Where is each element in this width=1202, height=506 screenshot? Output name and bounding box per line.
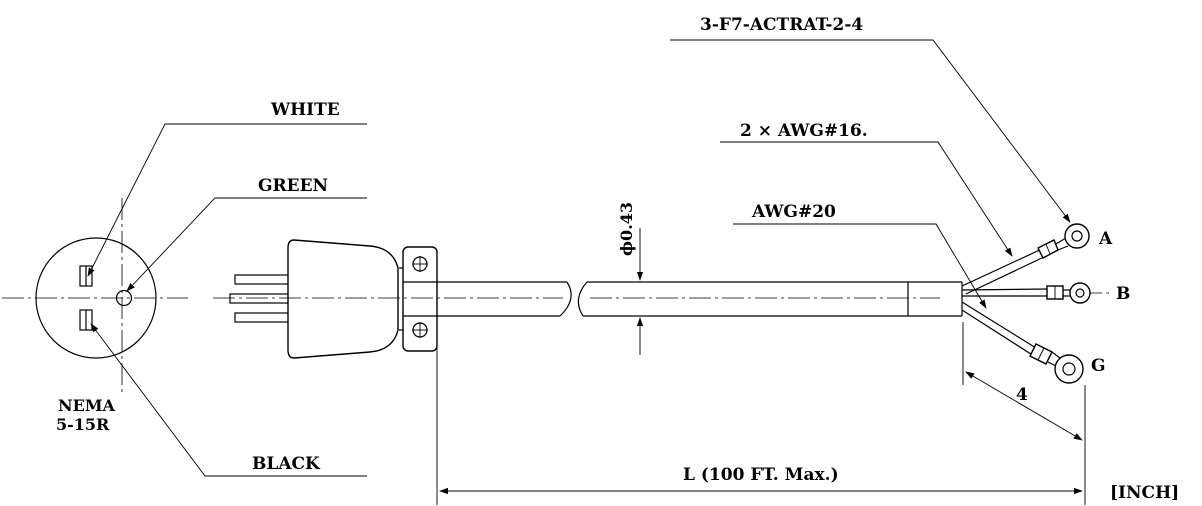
green-label: GREEN — [258, 176, 328, 196]
terminal-a-label: A — [1098, 229, 1113, 249]
wire-leads — [961, 223, 1091, 384]
plug-prong-top — [234, 274, 292, 285]
terminal-g-label: G — [1091, 356, 1106, 376]
plug-prong-ground — [229, 293, 292, 304]
unit-label: [INCH] — [1110, 483, 1179, 503]
nema-label-line1: NEMA — [58, 396, 116, 415]
black-label: BLACK — [252, 454, 321, 474]
terminal-a-ring — [1037, 223, 1090, 259]
ground-hole — [115, 289, 133, 307]
lead-length-dimension — [962, 322, 1086, 505]
nema-label-line2: 5-15R — [56, 415, 110, 434]
awg16-label: 2 × AWG#16. — [740, 121, 868, 141]
terminal-b-ring — [1046, 282, 1091, 304]
cable-break-right — [577, 281, 588, 317]
nema-receptacle-face — [2, 198, 188, 395]
plug-and-cable — [213, 239, 1112, 359]
awg20-label: AWG#20 — [751, 202, 836, 222]
receptacle-leaders — [87, 123, 367, 477]
plug-body — [287, 239, 399, 359]
terminal-b-label: B — [1116, 284, 1130, 304]
cable-length-label: L (100 FT. Max.) — [683, 465, 839, 485]
cable-break-left — [559, 281, 572, 317]
cable-length-dimension — [436, 340, 1083, 505]
lead-length-label: 4 — [1016, 385, 1028, 405]
part-number-label: 3-F7-ACTRAT-2-4 — [700, 15, 863, 35]
plug-prong-bottom — [234, 312, 292, 323]
diameter-label: ϕ0.43 — [617, 202, 636, 256]
terminal-g-ring — [1029, 343, 1084, 384]
plug-clamp — [402, 246, 438, 352]
wire-leaders — [670, 39, 1071, 309]
white-label: WHITE — [270, 100, 340, 120]
